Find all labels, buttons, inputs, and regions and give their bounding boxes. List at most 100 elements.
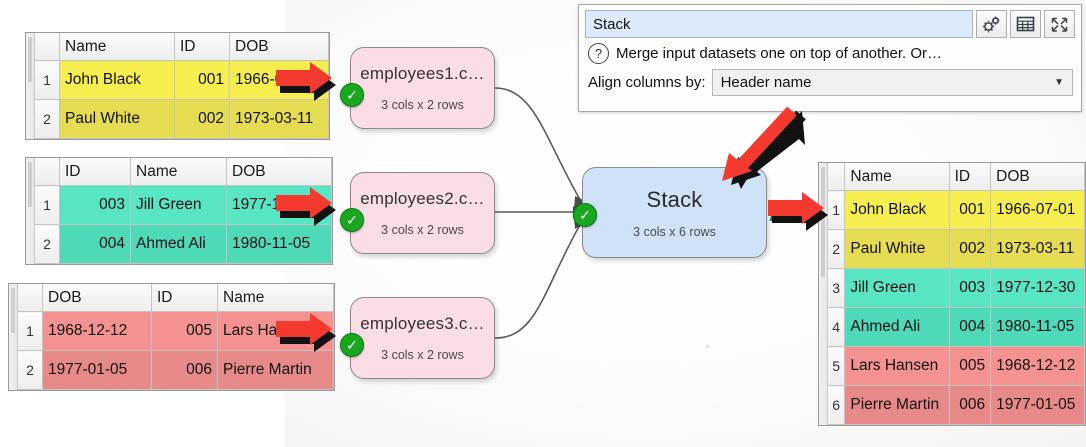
table-cell[interactable]: Pierre Martin [217, 350, 334, 390]
column-header-dob[interactable]: DOB [42, 284, 152, 312]
table-cell[interactable]: 005 [151, 311, 218, 351]
table-cell[interactable]: John Black [59, 60, 175, 100]
table-cell[interactable]: 001 [948, 190, 992, 230]
node-name-input[interactable]: Stack [585, 10, 973, 38]
callout-arrow-input3 [276, 313, 350, 359]
row-header-cell[interactable]: 1 [34, 60, 60, 100]
table-cell[interactable]: 1980-11-05 [990, 307, 1085, 347]
node-subtitle: 3 cols x 2 rows [381, 348, 464, 362]
row-header-cell[interactable]: 5 [826, 346, 846, 386]
node-subtitle: 3 cols x 2 rows [381, 98, 464, 112]
chevron-down-icon: ▼ [1054, 77, 1064, 88]
table-cell[interactable]: Ahmed Ali [130, 224, 227, 264]
column-header-dob[interactable]: DOB [226, 158, 332, 186]
table-scrollbar[interactable] [26, 33, 35, 139]
column-header-id[interactable]: ID [948, 163, 992, 191]
node-employees3[interactable]: employees3.c… 3 cols x 2 rows ✓ [340, 297, 495, 379]
table-cell[interactable]: Lars Hansen [844, 346, 950, 386]
row-header-cell[interactable]: 1 [17, 311, 43, 351]
table-cell[interactable]: Jill Green [844, 268, 950, 308]
table-cell[interactable]: 001 [174, 60, 230, 100]
table-cell[interactable]: 1973-03-11 [990, 229, 1085, 269]
row-header-cell[interactable]: 4 [826, 307, 846, 347]
table-cell[interactable]: 1977-12-30 [990, 268, 1085, 308]
table-cell[interactable]: 1980-11-05 [226, 224, 332, 264]
row-header-cell[interactable]: 2 [34, 224, 60, 264]
column-header-name[interactable]: Name [130, 158, 227, 186]
column-header-name[interactable]: Name [59, 33, 175, 61]
align-columns-row: Align columns by: Header name ▼ [579, 64, 1081, 96]
column-header-id[interactable]: ID [151, 284, 218, 312]
table-cell[interactable]: 006 [151, 350, 218, 390]
table-cell[interactable]: 1968-12-12 [990, 346, 1085, 386]
column-header-dob[interactable]: DOB [990, 163, 1085, 191]
row-header-cell[interactable]: 2 [34, 99, 60, 139]
table-cell[interactable]: Paul White [59, 99, 175, 139]
table-scrollbar[interactable] [26, 158, 35, 264]
table-cell[interactable]: Jill Green [130, 185, 227, 225]
node-employees2[interactable]: employees2.c… 3 cols x 2 rows ✓ [340, 172, 495, 254]
canvas-dot [706, 345, 709, 348]
table-cell[interactable]: 006 [948, 385, 992, 425]
table-cell[interactable]: Pierre Martin [844, 385, 950, 425]
table-corner-cell [826, 163, 846, 191]
table-corner-cell [34, 33, 60, 61]
column-header-dob[interactable]: DOB [229, 33, 329, 61]
node-title: employees2.c… [360, 189, 485, 208]
panel-description-row: ? Merge input datasets one on top of ano… [579, 41, 1081, 64]
row-header-cell[interactable]: 2 [17, 350, 43, 390]
table-scrollbar[interactable] [9, 284, 18, 390]
table-cell[interactable]: 002 [948, 229, 992, 269]
table-cell[interactable]: 004 [59, 224, 131, 264]
row-header-cell[interactable]: 1 [826, 190, 846, 230]
column-header-name[interactable]: Name [844, 163, 950, 191]
table-cell[interactable]: 1973-03-11 [229, 99, 329, 139]
align-columns-value: Header name [720, 74, 812, 91]
question-mark-icon[interactable]: ? [588, 43, 609, 64]
row-header-cell[interactable]: 1 [34, 185, 60, 225]
row-header-cell[interactable]: 6 [826, 385, 846, 425]
column-header-id[interactable]: ID [174, 33, 230, 61]
table-cell[interactable]: 1977-01-05 [990, 385, 1085, 425]
column-header-id[interactable]: ID [59, 158, 131, 186]
callout-arrow-panel-to-stack [716, 106, 816, 197]
table-cell[interactable]: 002 [174, 99, 230, 139]
table-view-icon[interactable] [1010, 10, 1041, 38]
table-cell[interactable]: 003 [948, 268, 992, 308]
expand-icon[interactable] [1044, 10, 1075, 38]
table-cell[interactable]: 005 [948, 346, 992, 386]
table-cell[interactable]: Ahmed Ali [844, 307, 950, 347]
align-columns-select[interactable]: Header name ▼ [711, 69, 1073, 96]
column-header-name[interactable]: Name [217, 284, 334, 312]
table-scrollbar[interactable] [819, 163, 828, 425]
table-corner-cell [34, 158, 60, 186]
table-cell[interactable]: 1966-07-01 [990, 190, 1085, 230]
callout-arrow-input1 [276, 62, 350, 108]
row-header-cell[interactable]: 3 [826, 268, 846, 308]
table-cell[interactable]: 003 [59, 185, 131, 225]
table-cell[interactable]: 1968-12-12 [42, 311, 152, 351]
table-cell[interactable]: John Black [844, 190, 950, 230]
table-cell[interactable]: 1977-01-05 [42, 350, 152, 390]
stack-settings-panel[interactable]: Stack [578, 4, 1082, 112]
settings-gears-icon[interactable] [976, 10, 1007, 38]
table-cell[interactable]: 004 [948, 307, 992, 347]
node-employees1[interactable]: employees1.c… 3 cols x 2 rows ✓ [340, 47, 495, 129]
table-cell[interactable]: Paul White [844, 229, 950, 269]
